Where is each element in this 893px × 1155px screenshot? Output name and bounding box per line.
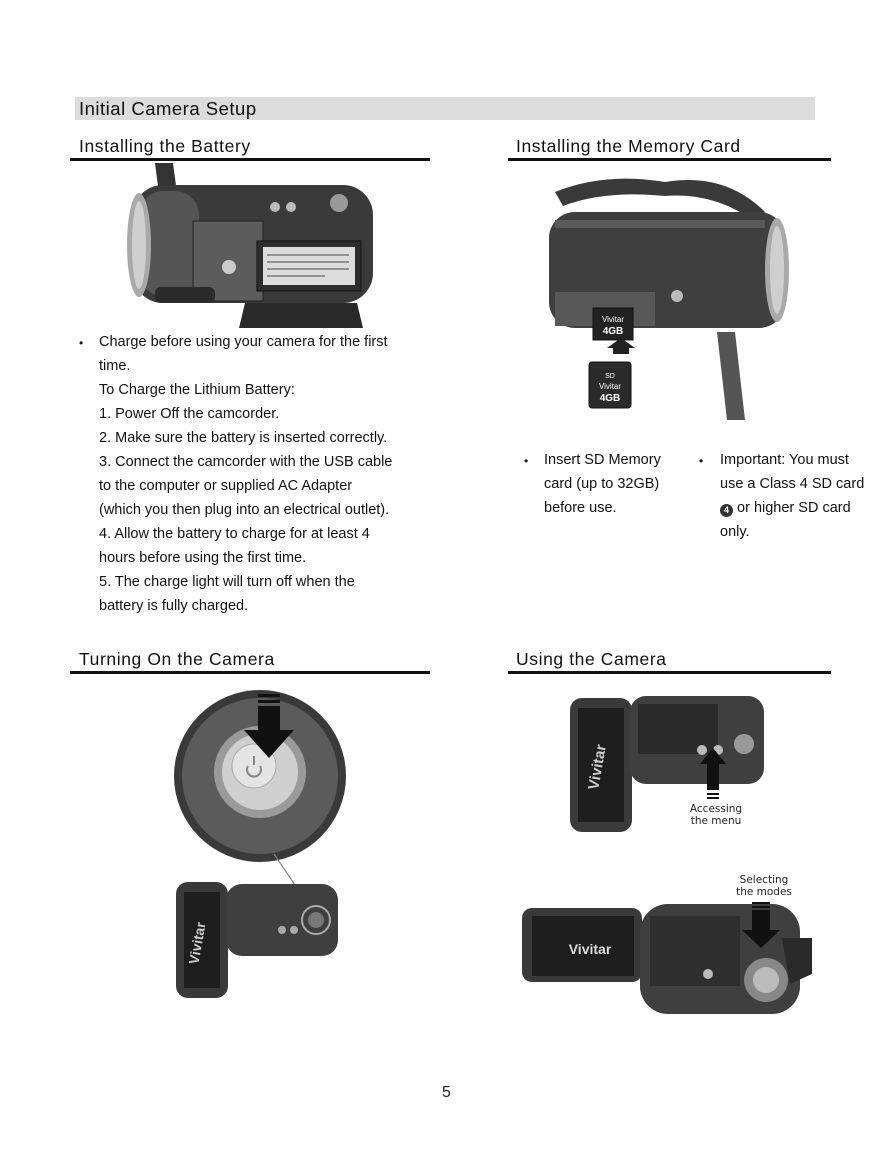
- turning-on-brand: Vivitar: [186, 920, 209, 965]
- using-title-rule: [508, 671, 831, 674]
- battery-section-title: Installing the Battery: [79, 136, 251, 156]
- page-title: Initial Camera Setup: [75, 97, 815, 120]
- loose-card-brand: Vivitar: [599, 382, 621, 391]
- selecting-modes-annotation: Selecting the modes: [729, 874, 799, 898]
- up-arrow-icon: [700, 748, 726, 799]
- class-4-icon: 4: [720, 504, 733, 517]
- battery-line: 2. Make sure the battery is inserted cor…: [99, 430, 388, 446]
- important-line: only.: [720, 524, 750, 540]
- insert-bullet-icon: •: [524, 454, 529, 468]
- accessing-menu-annotation: Accessing the menu: [683, 803, 749, 827]
- using-section-title: Using the Camera: [516, 649, 667, 669]
- battery-line: to the computer or supplied AC Adapter: [99, 478, 353, 494]
- power-button-photo: Vivitar: [170, 686, 350, 1002]
- page-number: 5: [442, 1084, 451, 1101]
- slot-card-brand: Vivitar: [602, 315, 624, 324]
- battery-instructions: Charge before using your camera for the …: [99, 330, 439, 618]
- insert-line: Insert SD Memory: [544, 452, 661, 468]
- battery-bullet-icon: •: [79, 336, 84, 350]
- important-bullet-icon: •: [699, 454, 704, 468]
- slot-card-capacity: 4GB: [603, 326, 624, 337]
- accessing-menu-photo: Vivitar: [568, 692, 768, 836]
- up-arrow-icon: [607, 338, 635, 354]
- battery-line: battery is fully charged.: [99, 598, 249, 614]
- important-line: Important: You must: [720, 452, 849, 468]
- selecting-modes-photo: Vivitar: [520, 898, 815, 1022]
- battery-line: (which you then plug into an electrical …: [99, 502, 390, 518]
- important-sd-note: Important: You must use a Class 4 SD car…: [720, 448, 890, 544]
- down-arrow-icon: [244, 694, 294, 758]
- down-arrow-icon: [742, 902, 780, 948]
- battery-line: 1. Power Off the camcorder.: [99, 406, 280, 422]
- battery-line: To Charge the Lithium Battery:: [99, 382, 295, 398]
- turning-on-title-rule: [70, 671, 430, 674]
- important-line: use a Class 4 SD card: [720, 476, 865, 492]
- insert-sd-note: Insert SD Memory card (up to 32GB) befor…: [544, 448, 684, 520]
- battery-line: 5. The charge light will turn off when t…: [99, 574, 355, 590]
- battery-line: time.: [99, 358, 131, 374]
- annotation-line: the modes: [736, 886, 792, 898]
- annotation-line: the menu: [690, 815, 742, 827]
- battery-line: 4. Allow the battery to charge for at le…: [99, 526, 370, 542]
- important-line-text: or higher SD card: [737, 500, 851, 516]
- turning-on-section-title: Turning On the Camera: [79, 649, 275, 669]
- bottom-camera-brand: Vivitar: [569, 941, 612, 957]
- power-button-icon: [246, 756, 262, 778]
- battery-line: Charge before using your camera for the …: [99, 334, 388, 350]
- insert-line: card (up to 32GB): [544, 476, 660, 492]
- annotation-line: Selecting: [739, 874, 789, 886]
- battery-title-rule: [70, 158, 430, 161]
- insert-line: before use.: [544, 500, 617, 516]
- important-line: 4 or higher SD card: [720, 496, 890, 520]
- battery-line: hours before using the first time.: [99, 550, 307, 566]
- battery-compartment-photo: [125, 163, 375, 331]
- memory-card-title-rule: [508, 158, 831, 161]
- loose-card-type: SD: [605, 373, 615, 380]
- memory-card-section-title: Installing the Memory Card: [516, 136, 741, 156]
- annotation-line: Accessing: [689, 803, 743, 815]
- battery-line: 3. Connect the camcorder with the USB ca…: [99, 454, 393, 470]
- memory-card-photo: Vivitar 4GB SD Vivitar 4GB: [545, 172, 790, 422]
- loose-card-capacity: 4GB: [600, 393, 621, 404]
